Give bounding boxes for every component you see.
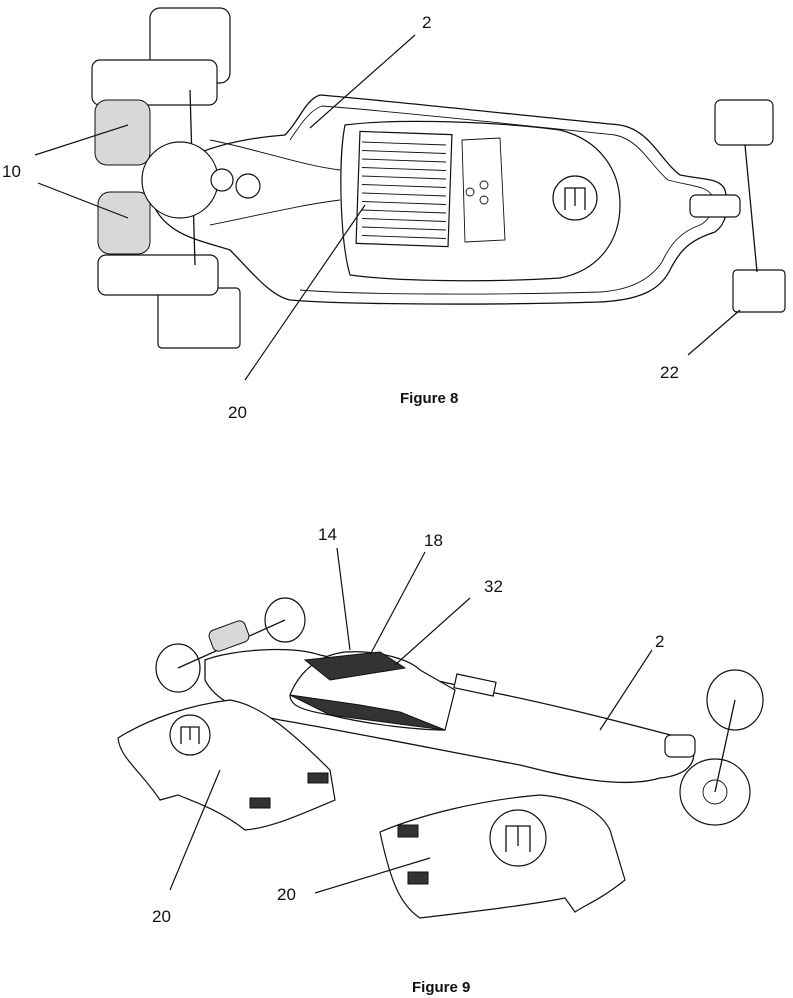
figure-9: 14 18 32 2 20 20 Figure 9 bbox=[117, 525, 764, 996]
fig8-motor-lower bbox=[97, 191, 151, 255]
fig8-heat-sink bbox=[355, 130, 453, 248]
fig9-front-truck bbox=[664, 734, 696, 758]
fig8-front-wheel-top bbox=[714, 99, 774, 146]
fig9-rail-cover bbox=[453, 673, 497, 697]
fig8-baseplate-arms bbox=[209, 139, 341, 226]
fig8-connector bbox=[479, 180, 489, 190]
fig8-heat-sink-fin bbox=[361, 226, 447, 231]
fig8-truck-bracket-top bbox=[91, 59, 218, 106]
leader-14 bbox=[336, 547, 351, 651]
ref-label-22: 22 bbox=[660, 363, 679, 382]
fig9-motor bbox=[208, 620, 250, 652]
fig8-heat-sink-fin bbox=[361, 192, 447, 197]
ref-label-2: 2 bbox=[422, 13, 431, 32]
fig9-heat-sink bbox=[303, 651, 407, 681]
fig8-logo-mark bbox=[564, 187, 586, 210]
fig9-cover-left bbox=[117, 699, 336, 831]
leader-20-left bbox=[169, 769, 221, 891]
fig8-rear-wheel-bottom bbox=[157, 287, 241, 349]
fig8-connector-panel bbox=[461, 137, 506, 243]
leader-2 bbox=[309, 34, 416, 129]
fig8-heat-sink-fin bbox=[361, 184, 447, 188]
fig8-truck-pivot bbox=[141, 141, 219, 219]
fig8-front-axle bbox=[744, 144, 758, 273]
ref-label-20: 20 bbox=[228, 403, 247, 422]
fig9-battery-side bbox=[289, 694, 446, 731]
fig8-heat-sink-fin bbox=[361, 175, 447, 180]
fig8-bushing bbox=[235, 173, 261, 199]
fig9-cover-right-tab bbox=[397, 824, 419, 838]
leader-20-right bbox=[314, 857, 431, 894]
leader-10-a bbox=[34, 124, 129, 156]
fig8-heat-sink-fin bbox=[361, 218, 447, 222]
ref-label-20: 20 bbox=[277, 885, 296, 904]
fig8-truck-bracket-bottom bbox=[97, 254, 219, 296]
leader-10-b bbox=[37, 182, 129, 219]
fig8-heat-sink-fin bbox=[361, 209, 447, 214]
fig8-heat-sink-fin bbox=[361, 141, 447, 146]
ref-label-20: 20 bbox=[152, 907, 171, 926]
fig9-front-hub bbox=[702, 779, 728, 805]
fig9-front-axle bbox=[714, 699, 736, 793]
fig8-heat-sink-fin bbox=[361, 201, 447, 205]
figure-8: 2 10 20 22 Figure 8 bbox=[2, 7, 786, 422]
fig9-cover-left-tab bbox=[307, 772, 329, 784]
fig8-heat-sink-fin bbox=[361, 150, 447, 154]
leader-32 bbox=[394, 597, 471, 666]
ref-label-2: 2 bbox=[655, 632, 664, 651]
figure-caption: Figure 8 bbox=[400, 390, 458, 407]
fig8-motor-upper bbox=[94, 99, 151, 166]
fig8-heat-sink-fin bbox=[361, 158, 447, 163]
leader-18 bbox=[369, 551, 426, 656]
leader-20 bbox=[244, 204, 366, 381]
fig9-cover-left-tab bbox=[249, 797, 271, 809]
fig8-heat-sink-fin bbox=[361, 235, 447, 239]
figure-caption: Figure 9 bbox=[412, 979, 470, 996]
fig9-cover-right-tab bbox=[407, 871, 429, 885]
fig8-connector bbox=[465, 187, 475, 197]
ref-label-18: 18 bbox=[424, 531, 443, 550]
fig9-cover-left-logo-mark bbox=[180, 726, 200, 744]
ref-label-14: 14 bbox=[318, 525, 337, 544]
ref-label-32: 32 bbox=[484, 577, 503, 596]
fig8-front-wheel-bottom bbox=[732, 269, 786, 313]
leader-2-fig9 bbox=[599, 649, 653, 731]
fig8-front-truck bbox=[689, 194, 741, 218]
fig8-bushing bbox=[210, 168, 234, 192]
leader-22 bbox=[687, 309, 741, 356]
fig8-connector bbox=[479, 195, 489, 205]
fig8-heat-sink-fins bbox=[361, 141, 447, 239]
ref-label-10: 10 bbox=[2, 162, 21, 181]
fig9-cover-right-logo-mark bbox=[505, 825, 531, 852]
fig8-heat-sink-fin bbox=[361, 167, 447, 171]
